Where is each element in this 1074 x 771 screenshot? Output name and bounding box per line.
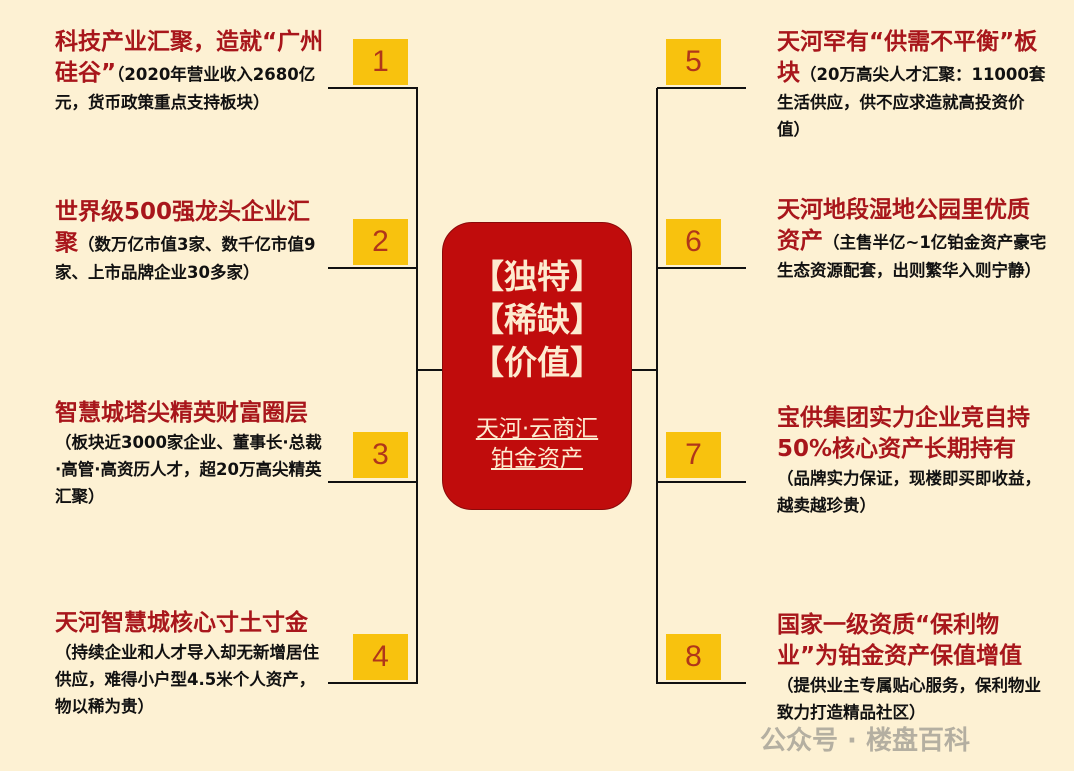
item-1: 科技产业汇聚，造就“广州硅谷”（2020年营业收入2680亿元，货币政策重点支持… [55,27,325,116]
number-box-3: 3 [353,432,408,478]
number-box-1: 1 [353,39,408,85]
center-subtitle: 天河·云商汇 铂金资产 [443,414,631,474]
keyword-scarce: 【稀缺】 [471,300,603,339]
item-2: 世界级500强龙头企业汇聚（数万亿市值3家、数千亿市值9家、上市品牌企业30多家… [55,197,325,286]
right-trunk-line [656,88,658,684]
branch-line-2 [328,267,418,269]
item-title: 智慧城塔尖精英财富圈层 [55,400,308,426]
item-desc: （持续企业和人才导入却无新增居住供应，难得小户型4.5米个人资产，物以稀为贵） [55,643,319,716]
item-4: 天河智慧城核心寸土寸金 （持续企业和人才导入却无新增居住供应，难得小户型4.5米个… [55,608,325,720]
number-box-7: 7 [666,432,721,478]
item-desc: （提供业主专属贴心服务，保利物业致力打造精品社区） [777,676,1041,722]
number-box-6: 6 [666,219,721,265]
item-7: 宝供集团实力企业竞自持50%核心资产长期持有 （品牌实力保证，现楼即买即收益，越卖… [777,403,1047,519]
item-5: 天河罕有“供需不平衡”板块（20万高尖人才汇聚：11000套生活供应，供不应求造… [777,27,1047,143]
center-node: 【独特】 【稀缺】 【价值】 天河·云商汇 铂金资产 [442,222,632,510]
item-title: 世界级500强龙头企业汇聚 [55,199,311,256]
item-title: 科技产业汇聚，造就“广州硅谷” [55,29,324,86]
number-box-5: 5 [666,39,721,85]
center-subtitle-line2: 铂金资产 [491,446,583,472]
item-desc: （20万高尖人才汇聚：11000套生活供应，供不应求造就高投资价值） [777,65,1046,139]
branch-line-7 [657,481,746,483]
watermark: 公众号 · 楼盘百科 [760,726,970,756]
item-desc: （板块近3000家企业、董事长·总裁·高管·高资历人才，超20万高尖精英汇聚） [55,433,322,506]
branch-line-3 [328,481,418,483]
branch-line-6 [657,267,746,269]
center-keywords: 【独特】 【稀缺】 【价值】 [443,255,631,384]
center-right-connector [631,369,657,371]
number-box-2: 2 [353,219,408,265]
number-box-8: 8 [666,634,721,680]
item-desc: （2020年营业收入2680亿元，货币政策重点支持板块） [55,65,316,112]
item-desc: （主售半亿~1亿铂金资产豪宅生态资源配套，出则繁华入则宁静） [777,233,1047,280]
keyword-unique: 【独特】 [471,257,603,296]
item-title: 宝供集团实力企业竞自持50%核心资产长期持有 [777,405,1030,462]
number-box-4: 4 [353,634,408,680]
branch-line-5 [657,87,746,89]
item-3: 智慧城塔尖精英财富圈层 （板块近3000家企业、董事长·总裁·高管·高资历人才，超… [55,398,325,510]
center-left-connector [417,369,443,371]
item-desc: （品牌实力保证，现楼即买即收益，越卖越珍贵） [777,469,1041,515]
keyword-value: 【价值】 [471,343,603,382]
branch-line-8 [657,682,746,684]
left-trunk-line [416,88,418,684]
item-title: 天河罕有“供需不平衡”板块 [777,29,1038,86]
item-6: 天河地段湿地公园里优质资产（主售半亿~1亿铂金资产豪宅生态资源配套，出则繁华入则… [777,195,1047,284]
branch-line-1 [328,87,418,89]
item-desc: （数万亿市值3家、数千亿市值9家、上市品牌企业30多家） [55,235,316,282]
branch-line-4 [328,682,418,684]
item-title: 天河地段湿地公园里优质资产 [777,197,1030,254]
item-title: 天河智慧城核心寸土寸金 [55,610,308,636]
center-subtitle-line1: 天河·云商汇 [475,416,599,442]
item-title: 国家一级资质“保利物业”为铂金资产保值增值 [777,612,1023,669]
item-8: 国家一级资质“保利物业”为铂金资产保值增值 （提供业主专属贴心服务，保利物业致力打… [777,610,1047,726]
